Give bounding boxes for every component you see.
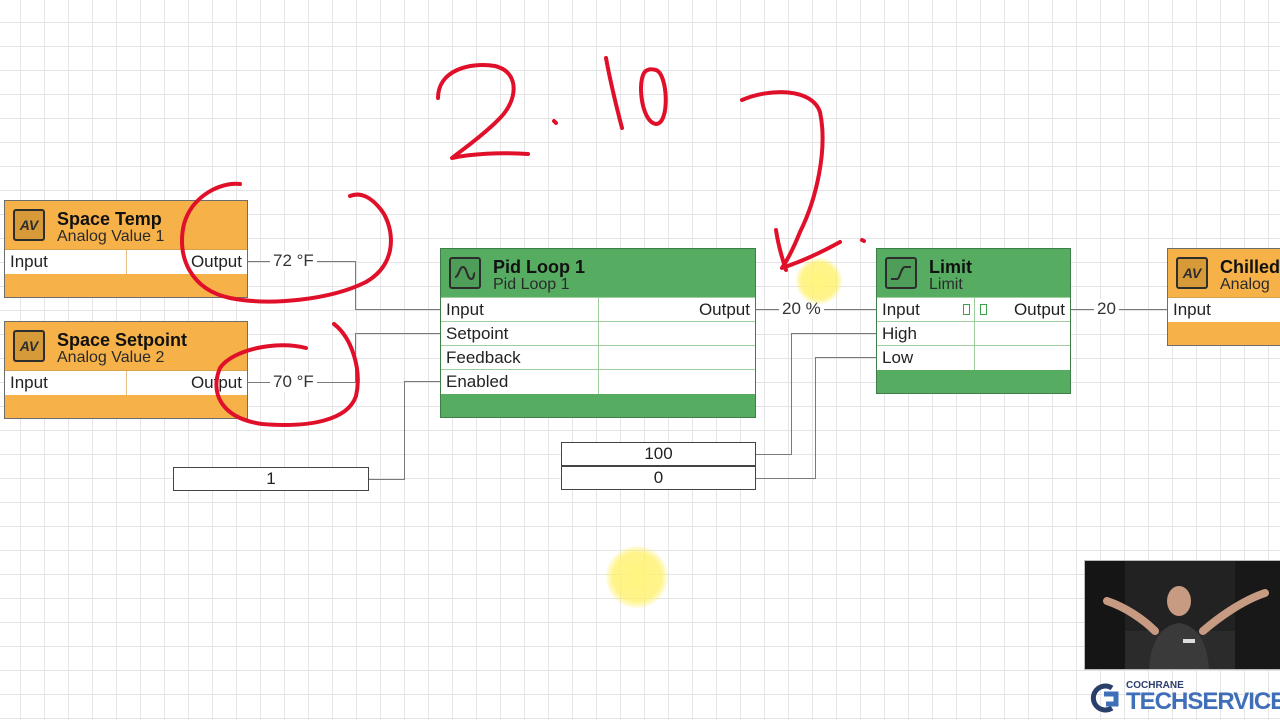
port-marker-icon xyxy=(980,304,987,315)
presenter-image xyxy=(1085,561,1280,669)
webcam-overlay xyxy=(1084,560,1280,670)
io-row: Input Output xyxy=(441,297,755,322)
wire xyxy=(404,381,441,382)
block-header: Pid Loop 1 Pid Loop 1 xyxy=(441,249,755,295)
feedback-port[interactable]: Feedback xyxy=(446,348,521,367)
io-row: High xyxy=(877,321,1070,346)
block-header: AV Space Temp Analog Value 1 xyxy=(5,201,247,247)
enabled-port[interactable]: Enabled xyxy=(446,372,509,391)
wire xyxy=(755,478,816,479)
limit-block[interactable]: Limit Limit Input Output High Low xyxy=(876,248,1071,394)
space-temp-block[interactable]: AV Space Temp Analog Value 1 Input Outpu… xyxy=(4,200,248,298)
wire xyxy=(755,454,792,455)
block-subtitle: Analog Value 2 xyxy=(57,349,165,366)
waveform-icon xyxy=(885,257,917,289)
cursor-highlight xyxy=(796,258,842,304)
wire xyxy=(355,333,356,383)
wire xyxy=(791,333,877,334)
low-port[interactable]: Low xyxy=(882,348,914,367)
output-port[interactable]: Output xyxy=(190,252,242,271)
space-setpoint-value: 70 °F xyxy=(270,372,317,392)
block-title: Space Temp xyxy=(57,209,162,229)
wire xyxy=(355,261,356,310)
io-row: Input Output xyxy=(877,297,1070,322)
brand-mark-icon xyxy=(1090,683,1119,713)
input-port[interactable]: Input xyxy=(10,373,48,392)
brand-logo: COCHRANE TECHSERVICES xyxy=(1086,678,1280,718)
block-subtitle: Analog Value 1 xyxy=(57,228,165,245)
input-port[interactable]: Input xyxy=(10,252,48,271)
block-subtitle: Analog xyxy=(1220,276,1270,293)
wire xyxy=(815,357,816,479)
io-row: Enabled xyxy=(441,369,755,394)
output-port[interactable]: Output xyxy=(190,373,242,392)
io-row: Input Output xyxy=(5,249,247,274)
high-port[interactable]: High xyxy=(882,324,917,343)
io-row: Input xyxy=(1168,297,1280,322)
waveform-icon xyxy=(449,257,481,289)
ink-dot xyxy=(860,238,866,243)
space-temp-value: 72 °F xyxy=(270,251,317,271)
wire xyxy=(815,357,877,358)
limit-output-value: 20 xyxy=(1094,299,1119,319)
analog-value-icon: AV xyxy=(13,209,45,241)
io-row: Setpoint xyxy=(441,321,755,346)
wire xyxy=(404,381,405,480)
io-row: Feedback xyxy=(441,345,755,370)
ink-digit-2-right xyxy=(740,90,842,272)
chilled-block[interactable]: AV Chilled Analog Input xyxy=(1167,248,1280,346)
wire xyxy=(355,333,441,334)
block-header: AV Chilled Analog xyxy=(1168,249,1280,295)
ink-dot xyxy=(552,119,558,125)
wire xyxy=(791,333,792,455)
analog-value-icon: AV xyxy=(1176,257,1208,289)
brand-line-2: TECHSERVICES xyxy=(1126,688,1280,715)
block-subtitle: Pid Loop 1 xyxy=(493,276,570,293)
output-port[interactable]: Output xyxy=(698,300,750,319)
pid-output-value: 20 % xyxy=(779,299,824,319)
block-header: AV Space Setpoint Analog Value 2 xyxy=(5,322,247,368)
io-row: Input Output xyxy=(5,370,247,395)
block-title: Limit xyxy=(929,257,972,277)
brand-line-1: COCHRANE xyxy=(1126,680,1184,691)
analog-value-icon: AV xyxy=(13,330,45,362)
pid-loop-block[interactable]: Pid Loop 1 Pid Loop 1 Input Output Setpo… xyxy=(440,248,756,418)
low-constant-input[interactable]: 0 xyxy=(561,466,756,490)
enabled-constant-input[interactable]: 1 xyxy=(173,467,369,491)
ink-digit-2 xyxy=(436,63,530,160)
io-row: Low xyxy=(877,345,1070,370)
block-title: Pid Loop 1 xyxy=(493,257,585,277)
output-port[interactable]: Output xyxy=(1013,300,1065,319)
port-marker-icon xyxy=(963,304,970,315)
input-port[interactable]: Input xyxy=(1173,300,1211,319)
wire xyxy=(355,309,441,310)
block-header: Limit Limit xyxy=(877,249,1070,295)
space-setpoint-block[interactable]: AV Space Setpoint Analog Value 2 Input O… xyxy=(4,321,248,419)
block-title: Chilled xyxy=(1220,257,1280,277)
input-port[interactable]: Input xyxy=(446,300,484,319)
ink-digit-1 xyxy=(604,56,624,130)
block-subtitle: Limit xyxy=(929,276,963,293)
high-constant-input[interactable]: 100 xyxy=(561,442,756,466)
wire xyxy=(1070,309,1168,310)
cursor-highlight xyxy=(606,546,668,608)
setpoint-port[interactable]: Setpoint xyxy=(446,324,509,343)
wire xyxy=(368,479,405,480)
ink-digit-0 xyxy=(639,67,668,126)
block-title: Space Setpoint xyxy=(57,330,188,350)
input-port[interactable]: Input xyxy=(882,300,920,319)
